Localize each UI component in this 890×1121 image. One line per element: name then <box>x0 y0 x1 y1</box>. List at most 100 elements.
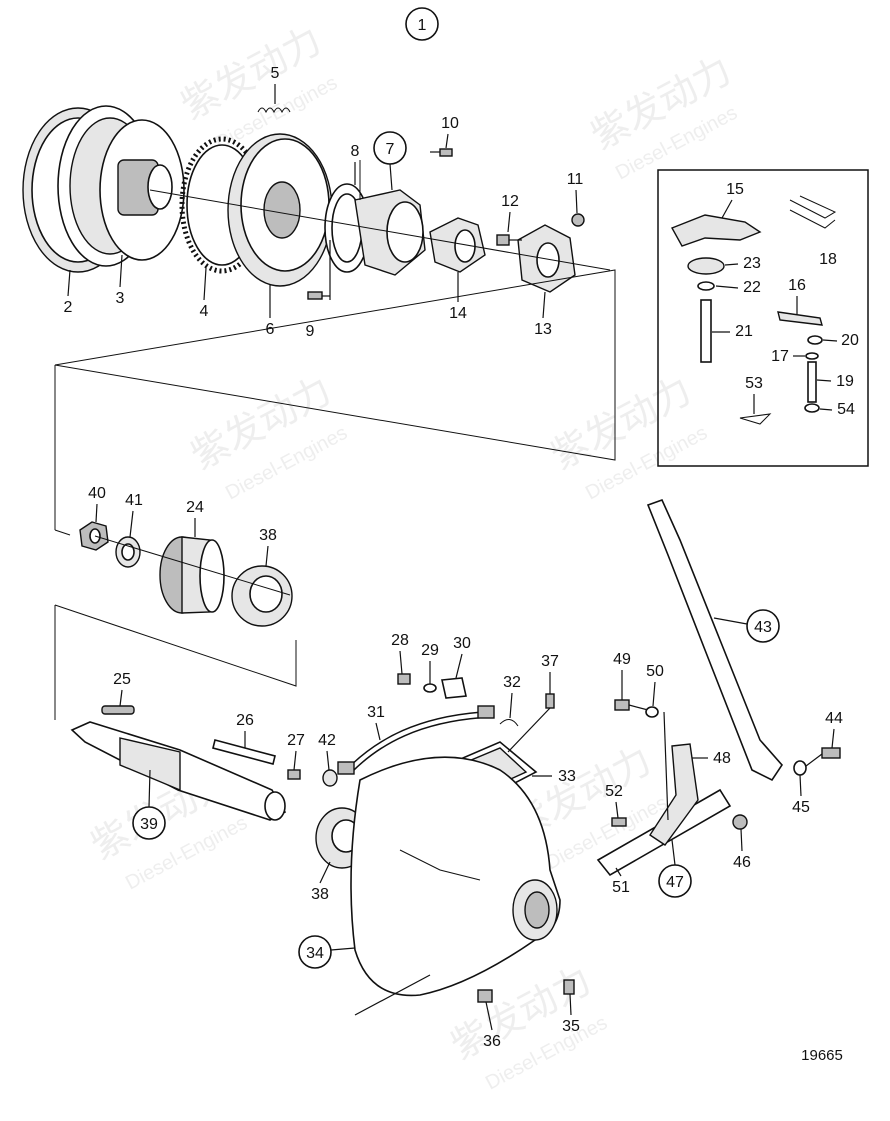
label-44: 44 <box>825 710 843 727</box>
label-25: 25 <box>113 671 131 688</box>
part-37-screw <box>545 693 555 709</box>
label-19: 19 <box>836 373 854 390</box>
label-54: 54 <box>837 401 855 418</box>
label-49: 49 <box>613 651 631 668</box>
part-10-bolt <box>430 148 453 157</box>
callout-circle-1 <box>405 7 439 41</box>
label-27: 27 <box>287 732 305 749</box>
part-30-bracket <box>441 677 467 699</box>
label-45: 45 <box>792 799 810 816</box>
svg-text:紫发动力: 紫发动力 <box>544 368 699 478</box>
part-41-washer <box>115 536 141 568</box>
figure-number: 19665 <box>801 1047 843 1064</box>
label-12: 12 <box>501 193 519 210</box>
part-17-washer <box>805 352 819 360</box>
label-11: 11 <box>567 171 584 188</box>
label-14: 14 <box>449 305 467 322</box>
part-23-cam <box>687 257 725 275</box>
part-11-nut <box>571 213 585 227</box>
part-20-washer <box>807 335 823 345</box>
label-18: 18 <box>819 251 837 268</box>
part-5-spring <box>257 107 291 114</box>
label-33: 33 <box>558 768 576 785</box>
label-13: 13 <box>534 321 552 338</box>
part-21-pin <box>700 299 712 363</box>
part-14-flange <box>429 217 486 273</box>
label-22: 22 <box>743 279 761 296</box>
label-28: 28 <box>391 632 409 649</box>
part-34-housing <box>350 756 561 997</box>
label-41: 41 <box>125 492 143 509</box>
part-35-fitting <box>563 979 575 995</box>
part-24-coupling <box>159 536 225 614</box>
label-40: 40 <box>88 485 106 502</box>
part-6-plate <box>227 133 333 287</box>
part-31-hose <box>337 705 495 775</box>
label-24: 24 <box>186 499 204 516</box>
label-36: 36 <box>483 1033 501 1050</box>
part-39-shaft <box>70 721 287 821</box>
label-5: 5 <box>271 65 280 82</box>
label-9: 9 <box>306 323 315 340</box>
label-31: 31 <box>367 704 385 721</box>
part-15-lever <box>671 214 762 247</box>
part-3-hub <box>99 119 185 261</box>
label-39: 39 <box>140 816 158 833</box>
label-38a: 38 <box>259 527 277 544</box>
part-42-washer <box>322 769 338 787</box>
label-46: 46 <box>733 854 751 871</box>
part-19-pin <box>807 361 817 403</box>
label-2: 2 <box>64 299 73 316</box>
label-20: 20 <box>841 332 859 349</box>
part-25-key <box>101 705 135 715</box>
label-47: 47 <box>666 874 684 891</box>
part-18-clip <box>789 195 837 229</box>
part-7-housing <box>354 189 426 276</box>
label-34: 34 <box>306 945 324 962</box>
label-35: 35 <box>562 1018 580 1035</box>
part-45-washer <box>793 760 807 776</box>
label-7: 7 <box>386 141 395 158</box>
label-48: 48 <box>713 750 731 767</box>
part-9-bolt <box>307 291 330 300</box>
inset-box <box>657 169 869 467</box>
label-30: 30 <box>453 635 471 652</box>
label-51: 51 <box>612 879 630 896</box>
part-52-key <box>611 817 627 827</box>
label-42: 42 <box>318 732 336 749</box>
part-26-key <box>212 739 276 765</box>
svg-text:紫发动力: 紫发动力 <box>174 18 329 128</box>
label-15: 15 <box>726 181 744 198</box>
label-52: 52 <box>605 783 623 800</box>
part-44-bolt <box>805 747 841 767</box>
part-48-fork <box>649 743 699 846</box>
label-50: 50 <box>646 663 664 680</box>
callout-circle-34 <box>298 935 332 969</box>
part-32-clip <box>499 719 519 727</box>
label-38b: 38 <box>311 886 329 903</box>
part-46-nut <box>732 814 748 830</box>
part-16-lever <box>777 311 823 326</box>
label-10: 10 <box>441 115 459 132</box>
callout-circle-43 <box>746 609 780 643</box>
label-16: 16 <box>788 277 806 294</box>
part-22-washer <box>697 281 715 291</box>
part-43-lever <box>646 498 784 782</box>
label-21: 21 <box>735 323 753 340</box>
part-27-plug <box>287 769 301 780</box>
label-3: 3 <box>116 290 125 307</box>
callout-1: 1 <box>418 17 427 34</box>
label-23: 23 <box>743 255 761 272</box>
leader-frame-top <box>54 269 616 530</box>
part-54-washer <box>804 403 820 413</box>
part-28-bolt <box>397 673 411 685</box>
part-38-bearing-top <box>231 565 293 627</box>
part-29-washer <box>423 683 437 693</box>
label-53: 53 <box>745 375 763 392</box>
label-4: 4 <box>200 303 209 320</box>
label-26: 26 <box>236 712 254 729</box>
part-53-clip <box>739 413 772 425</box>
svg-text:紫发动力: 紫发动力 <box>184 368 339 478</box>
label-43: 43 <box>754 619 772 636</box>
